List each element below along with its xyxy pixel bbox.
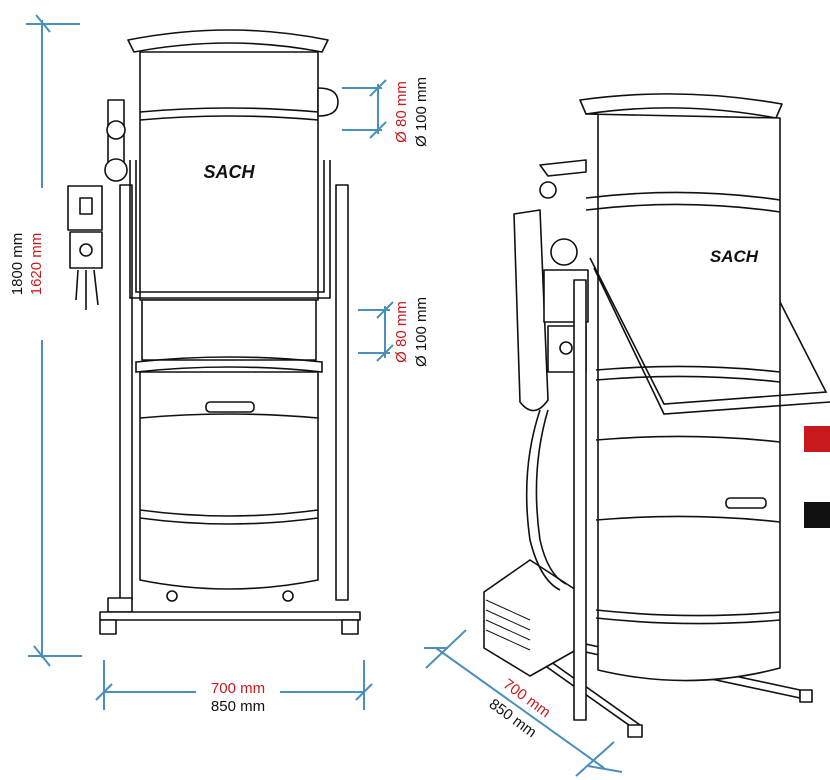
front-view-machine: SACH bbox=[67, 29, 361, 635]
front-height-dimension bbox=[26, 14, 82, 667]
side-brand-logo: SACH bbox=[710, 247, 759, 266]
lower-port-dimension bbox=[358, 301, 394, 362]
lower-port-outer-label: Ø 100 mm bbox=[413, 297, 430, 367]
legend-swatch-black bbox=[804, 502, 830, 528]
front-height-outer-label: 1800 mm bbox=[9, 233, 26, 296]
brand-logo: SACH bbox=[203, 162, 255, 182]
upper-port-outer-label: Ø 100 mm bbox=[413, 77, 430, 147]
lower-port-inner-label: Ø 80 mm bbox=[393, 301, 410, 363]
side-depth-dimension bbox=[424, 629, 623, 777]
side-view-machine: SACH bbox=[483, 93, 830, 738]
upper-port-inner-label: Ø 80 mm bbox=[393, 81, 410, 143]
front-height-inner-label: 1620 mm bbox=[28, 233, 45, 296]
front-width-inner-label: 700 mm bbox=[211, 680, 265, 697]
legend-swatch-red bbox=[804, 426, 830, 452]
upper-port-dimension bbox=[342, 79, 387, 139]
front-width-outer-label: 850 mm bbox=[211, 698, 265, 715]
